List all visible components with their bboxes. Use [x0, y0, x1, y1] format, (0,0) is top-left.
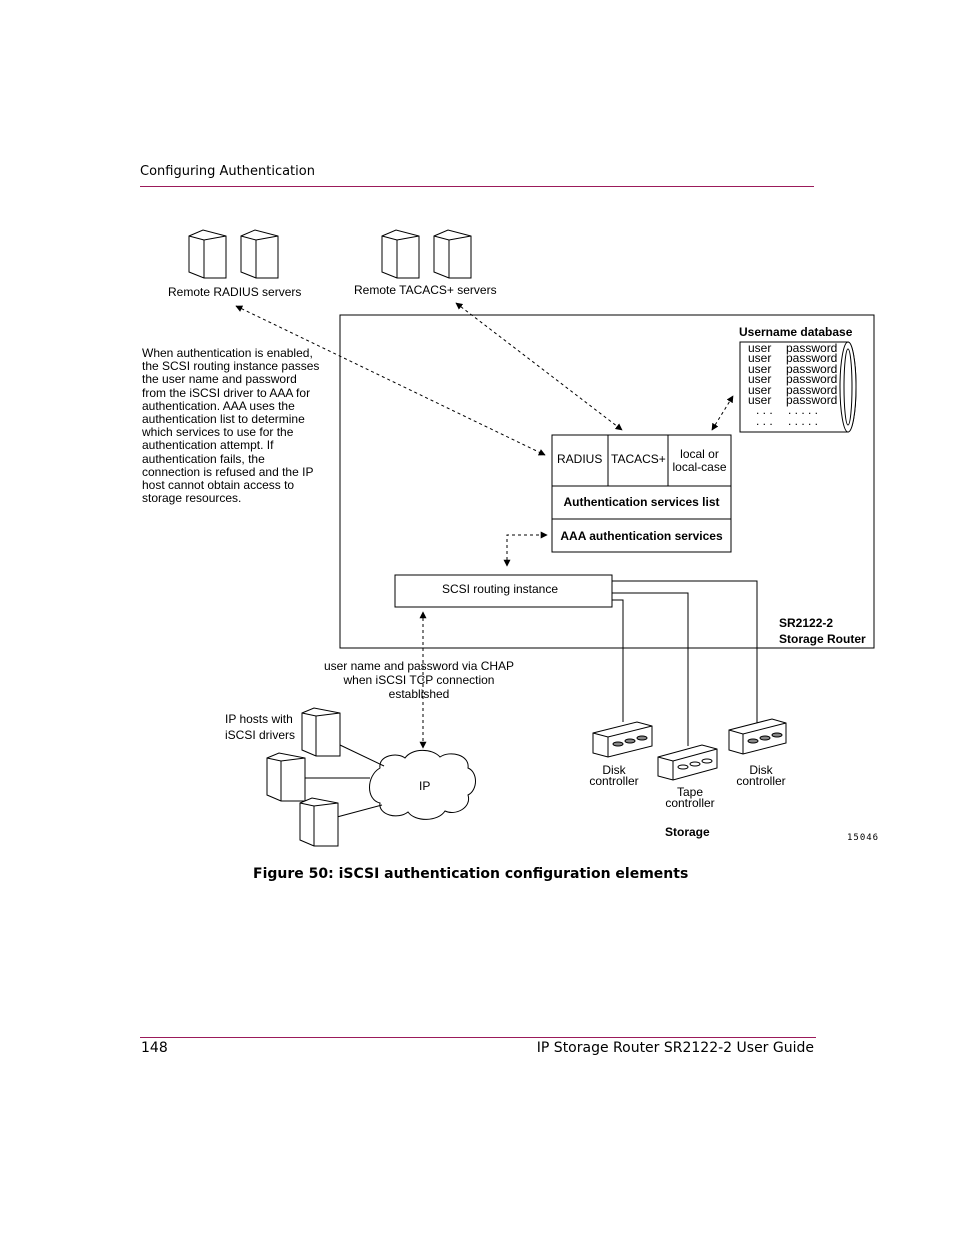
db-row: . . .. . . . . — [756, 413, 819, 428]
guide-title: IP Storage Router SR2122-2 User Guide — [536, 1040, 814, 1056]
host-links — [305, 744, 385, 818]
storage-router-label: SR2122-2 Storage Router — [779, 616, 866, 646]
scsi-routing-box — [394, 574, 613, 608]
db-row: . . .. . . . . — [756, 403, 819, 418]
tape-controller-icon — [657, 744, 718, 781]
storage-label: Storage — [665, 825, 710, 839]
ip-cloud-icon — [369, 749, 476, 820]
header-rule — [140, 186, 814, 187]
disk-controller-icon — [592, 721, 653, 758]
figure-id: 15046 — [847, 833, 880, 843]
page-header-title: Configuring Authentication — [140, 164, 315, 179]
radius-service-label: RADIUS — [557, 452, 603, 466]
local-service-label: local or local-case — [672, 447, 727, 474]
storage-links — [612, 580, 758, 746]
aaa-services-label: AAA authentication services — [560, 529, 723, 543]
username-database-title: Username database — [739, 325, 853, 339]
figure-caption: Figure 50: iSCSI authentication configur… — [253, 866, 689, 882]
radius-server-icon — [188, 229, 279, 279]
authentication-description: When authentication is enabled, the SCSI… — [142, 346, 320, 506]
aaa-arrow — [503, 531, 548, 567]
tacacs-server-icon — [381, 229, 472, 279]
tacacs-service-label: TACACS+ — [611, 452, 666, 466]
disk-controller-1-label: Disk controller — [589, 763, 639, 788]
ip-host-icons — [266, 707, 341, 847]
remote-radius-label: Remote RADIUS servers — [168, 285, 302, 299]
chap-note: user name and password via CHAP when iSC… — [323, 659, 515, 701]
ip-cloud-label: IP — [419, 779, 431, 793]
auth-services-list-label: Authentication services list — [563, 495, 720, 509]
remote-tacacs-label: Remote TACACS+ servers — [354, 283, 497, 297]
footer-rule — [140, 1037, 816, 1038]
database-arrow — [711, 395, 734, 431]
page-number: 148 — [141, 1040, 168, 1056]
disk-controller-icon — [728, 718, 787, 755]
scsi-routing-instance-label: SCSI routing instance — [441, 582, 559, 596]
ip-hosts-label: IP hosts with iSCSI drivers — [225, 712, 296, 742]
tacacs-arrow — [455, 302, 623, 431]
services-box — [551, 434, 732, 553]
tape-controller-label: Tape controller — [665, 785, 715, 810]
disk-controller-2-label: Disk controller — [736, 763, 786, 788]
username-database-icon — [739, 341, 857, 433]
